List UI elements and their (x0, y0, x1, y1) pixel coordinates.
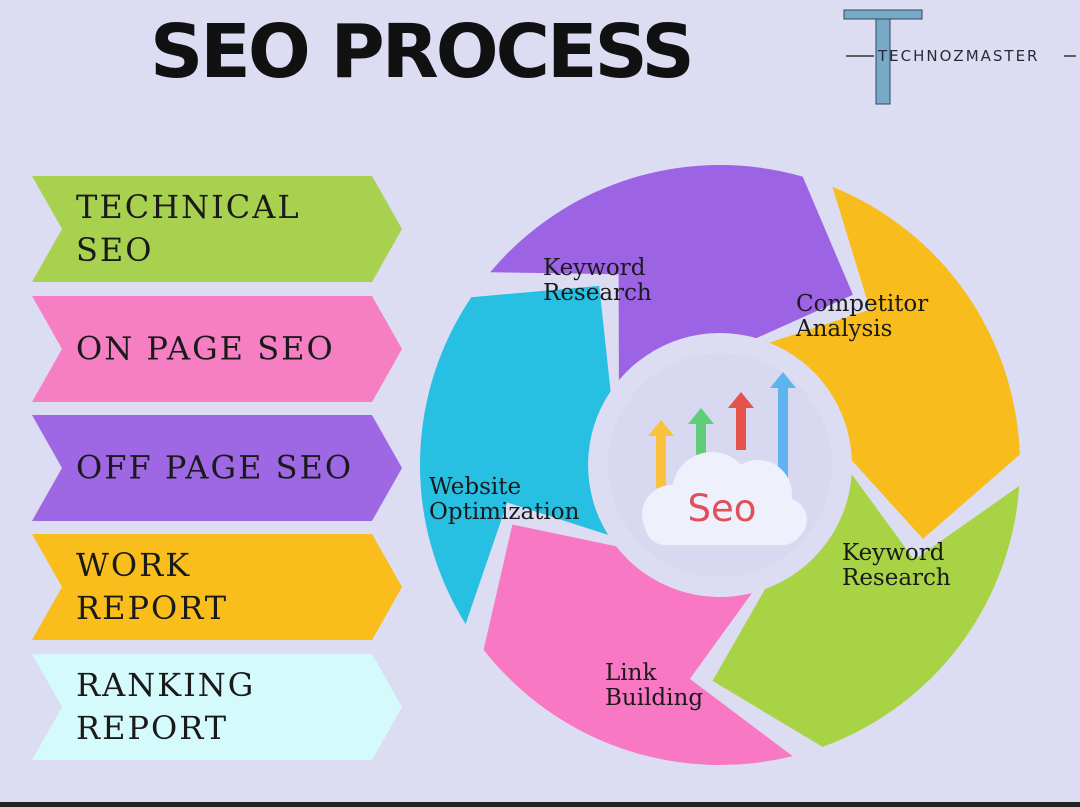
segment-website-optimization (419, 285, 611, 624)
step-technical-seo: TECHNICAL SEO (32, 176, 402, 282)
center-seo-label: Seo (688, 487, 757, 530)
step-label: OFF PAGE SEO (76, 448, 354, 487)
step-on-page-seo: ON PAGE SEO (32, 296, 402, 402)
step-ranking-report: RANKING REPORT (32, 654, 402, 760)
logo-t-icon (843, 9, 1076, 105)
page-title: SEO PROCESS (150, 9, 695, 95)
technozmaster-logo: TECHNOZMASTER (842, 8, 1078, 108)
cloud-icon (642, 452, 807, 545)
step-work-report: WORK REPORT (32, 534, 402, 640)
step-label: ON PAGE SEO (76, 329, 335, 368)
logo-wordmark: TECHNOZMASTER (878, 47, 1040, 65)
segment-keyword-research-2 (712, 474, 1020, 747)
segment-keyword-research-1 (490, 164, 853, 381)
step-off-page-seo: OFF PAGE SEO (32, 415, 402, 521)
growth-arrow-icon (688, 408, 714, 465)
step-label: TECHNICAL SEO (76, 188, 301, 269)
segment-competitor-analysis (769, 186, 1020, 539)
growth-arrow-icon (770, 372, 796, 490)
bottom-divider (0, 802, 1080, 807)
segment-link-building (483, 524, 793, 766)
growth-arrow-icon (648, 420, 674, 488)
step-label: WORK REPORT (76, 546, 229, 627)
step-label: RANKING REPORT (76, 666, 256, 747)
growth-arrow-icon (728, 392, 754, 450)
